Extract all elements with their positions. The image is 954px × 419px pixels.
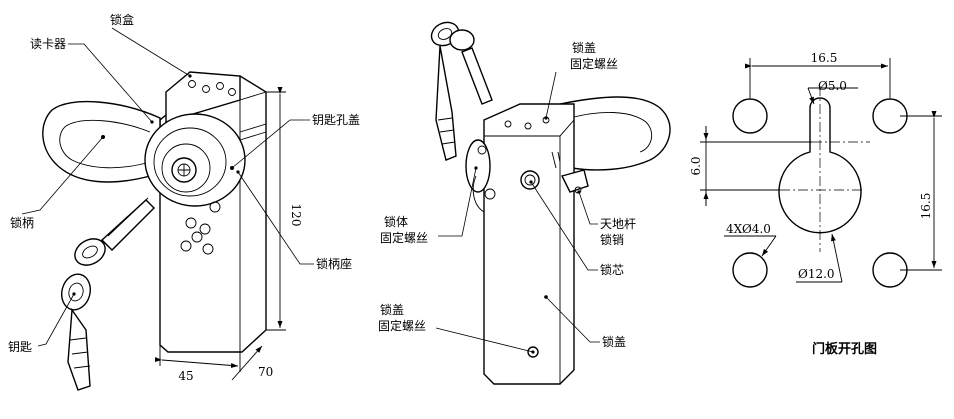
label-key: 钥匙 [8,340,32,354]
label-bottom-cover-screw-1: 锁盖 [380,302,404,317]
door-cutout-view: 16.5 Ø5.0 6.0 16.5 4XØ4.0 Ø12.0 门板开孔图 [689,51,942,357]
left-lock-view: 120 45 70 锁盒 读卡器 钥匙孔盖 锁柄 锁柄座 钥匙 [8,12,360,391]
left-dimensions: 120 45 70 [154,87,303,383]
dim-top-width: 16.5 [811,51,838,65]
label-keyhole-cover: 钥匙孔盖 [312,113,360,127]
middle-lock-body [465,103,589,385]
label-body-screw-1: 锁体 [384,214,408,229]
cutout-title: 门板开孔图 [812,341,877,357]
lock-handle [42,100,161,183]
keyhole-cover [144,113,246,207]
label-top-cover-screw-2: 固定螺丝 [570,56,618,71]
label-rod-pin-1: 天地杆 [600,217,636,231]
middle-handle [559,96,671,171]
label-handle: 锁柄 [10,215,34,230]
label-top-cover-screw-1: 锁盖 [572,40,596,55]
hole-bottom-left [732,252,768,288]
label-body-screw-2: 固定螺丝 [380,230,428,245]
label-rod-pin-2: 锁销 [600,232,624,247]
dim-big-diameter: Ø12.0 [798,267,835,281]
hole-top-left [732,98,768,134]
middle-keys [430,21,493,161]
label-card-reader: 读卡器 [30,37,66,51]
height-dim: 120 [289,204,303,227]
middle-lock-view: 锁盖 固定螺丝 锁体 固定螺丝 天地杆 锁销 锁芯 锁盖 固定螺丝 锁盖 [378,21,671,385]
keypad-dots [180,201,221,255]
dim-right-height: 16.5 [919,193,933,220]
label-bottom-cover-screw-2: 固定螺丝 [378,318,426,333]
dim-hole-diameter: 4XØ4.0 [726,222,771,236]
lock-box [165,71,241,123]
width-dim: 45 [178,369,193,383]
depth-dim: 70 [258,365,273,379]
key [60,197,155,391]
dim-slot-length: 6.0 [689,156,703,175]
label-core: 锁芯 [600,262,624,277]
label-handle-seat: 锁柄座 [316,256,352,271]
label-lock-box: 锁盒 [110,12,134,27]
middle-callouts: 锁盖 固定螺丝 锁体 固定螺丝 天地杆 锁销 锁芯 锁盖 固定螺丝 锁盖 [378,40,636,354]
dim-slot-diameter: Ø5.0 [818,79,847,93]
label-cover: 锁盖 [602,334,626,349]
left-callouts: 锁盒 读卡器 钥匙孔盖 锁柄 锁柄座 钥匙 [8,12,360,354]
